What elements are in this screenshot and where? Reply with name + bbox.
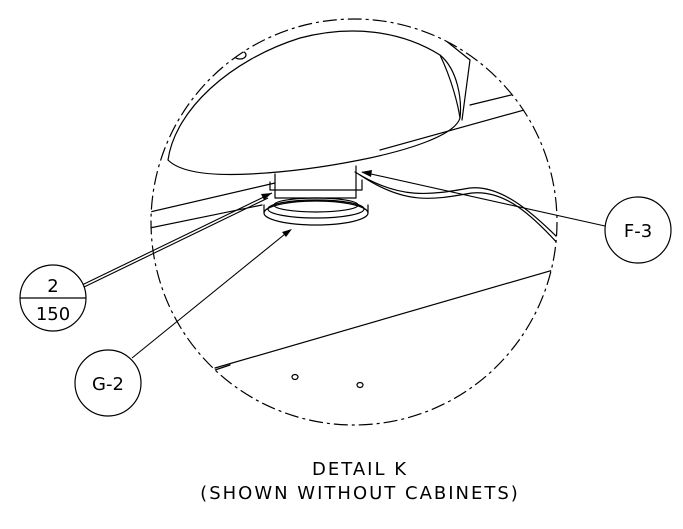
grid-callout-f3-label: F-3 bbox=[624, 221, 652, 242]
leader-section-2 bbox=[81, 197, 269, 289]
frame-line-lower bbox=[214, 267, 557, 369]
head-housing bbox=[167, 30, 462, 176]
frame-line-right-2 bbox=[469, 82, 557, 106]
frame-line-bottom bbox=[214, 364, 231, 371]
leader-lines bbox=[81, 171, 606, 359]
detail-title: DETAIL K bbox=[312, 459, 408, 480]
section-callout-top: 2 bbox=[47, 276, 58, 297]
spindle-collar bbox=[269, 179, 363, 191]
hole-2 bbox=[356, 381, 364, 389]
arrowhead-f3 bbox=[361, 170, 372, 177]
flange-ring-inner bbox=[273, 197, 359, 213]
cable-line-2 bbox=[359, 174, 557, 247]
head-housing-edge bbox=[439, 54, 461, 119]
detail-subtitle: (SHOWN WITHOUT CABINETS) bbox=[200, 483, 520, 504]
grid-callout-g2-circle bbox=[74, 349, 142, 417]
flange-ring-outer bbox=[263, 200, 369, 226]
leader-section bbox=[81, 192, 273, 286]
section-callout-bottom: 150 bbox=[36, 304, 70, 325]
arrowheads bbox=[261, 170, 372, 237]
hole-1 bbox=[291, 373, 299, 381]
cable-line bbox=[354, 171, 557, 241]
frame-line-right bbox=[379, 99, 557, 151]
arrowhead-section bbox=[261, 193, 272, 200]
arrowhead-g2 bbox=[282, 229, 292, 237]
frame-line-upper bbox=[151, 182, 276, 213]
leader-f3 bbox=[361, 171, 606, 227]
flange-ring-mid bbox=[267, 199, 365, 219]
head-housing-right bbox=[444, 39, 471, 121]
section-callout: 2 150 bbox=[19, 264, 87, 332]
bolt-head bbox=[233, 50, 247, 60]
detail-contents bbox=[151, 30, 557, 389]
grid-callout-f3-circle bbox=[604, 196, 672, 264]
grid-callout-g2: G-2 bbox=[74, 349, 142, 417]
leader-g2 bbox=[131, 229, 291, 359]
frame-line-upper-2 bbox=[151, 204, 263, 229]
detail-boundary-circle bbox=[150, 18, 558, 426]
grid-callout-g2-label: G-2 bbox=[92, 374, 124, 395]
grid-callout-f3: F-3 bbox=[604, 196, 672, 264]
